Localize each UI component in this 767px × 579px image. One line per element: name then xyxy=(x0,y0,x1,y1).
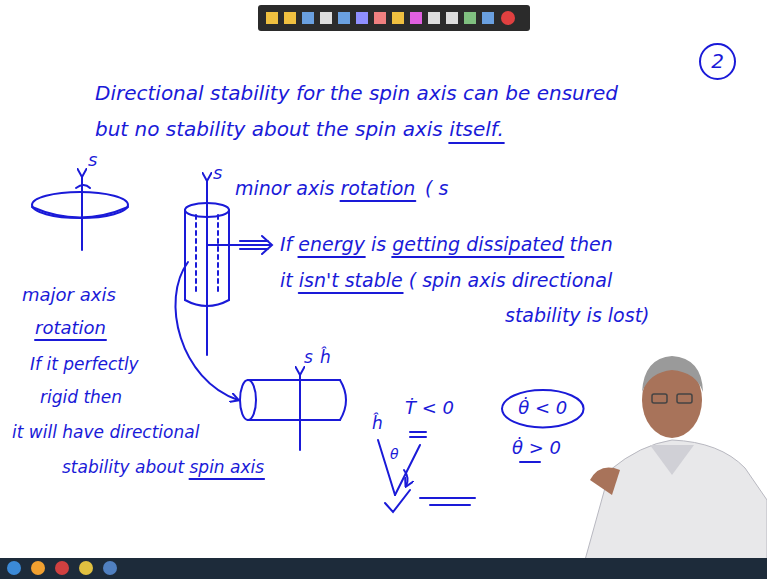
underline xyxy=(299,292,403,294)
circled-expression: θ̇ < 0 xyxy=(500,388,586,429)
disk-sketch xyxy=(32,176,128,250)
node-text: 2 xyxy=(711,50,724,73)
handwritten-note: stability about spin axis xyxy=(62,458,264,478)
underline xyxy=(449,142,504,144)
underline xyxy=(35,339,106,341)
circled-number: 2 xyxy=(698,42,737,81)
underline xyxy=(340,200,415,202)
handwritten-note: s xyxy=(88,150,97,171)
video-toolbar xyxy=(258,5,530,31)
node-label: 2 xyxy=(711,50,724,73)
handwritten-note: Ṫ < 0 xyxy=(405,398,454,419)
handwritten-note: it isn't stable ( spin axis directional xyxy=(280,270,612,292)
handwritten-note: it will have directional xyxy=(12,423,199,443)
handwritten-note: s xyxy=(304,348,313,368)
underline xyxy=(298,256,365,258)
underline xyxy=(392,256,563,258)
horizontal-cylinder-sketch xyxy=(240,374,346,450)
handwritten-note: If it perfectly xyxy=(30,355,139,375)
handwritten-note: stability is lost) xyxy=(505,305,650,327)
handwritten-note: If energy is getting dissipated then xyxy=(280,234,613,256)
handwritten-note: θ xyxy=(390,446,399,462)
handwritten-note: rigid then xyxy=(40,388,122,408)
handwritten-note: ĥ xyxy=(320,348,331,368)
presenter xyxy=(585,356,767,560)
handwritten-note: θ̇ > 0 xyxy=(512,438,561,459)
handwritten-note: s xyxy=(213,163,222,184)
node-label: θ̇ < 0 xyxy=(518,398,567,419)
handwritten-note: ĥ xyxy=(372,414,383,434)
vertical-cylinder-sketch xyxy=(175,180,272,400)
underline xyxy=(189,478,264,480)
node-text: θ̇ < 0 xyxy=(518,398,567,419)
taskbar xyxy=(0,558,767,579)
handwritten-note: Directional stability for the spin axis … xyxy=(95,82,618,105)
handwritten-note: but no stability about the spin axis its… xyxy=(95,118,504,141)
handwritten-note: major axis xyxy=(22,285,116,306)
handwritten-note: ( s xyxy=(425,178,448,200)
handwritten-note: minor axis rotation xyxy=(235,178,415,200)
handwritten-note: rotation xyxy=(35,318,106,339)
